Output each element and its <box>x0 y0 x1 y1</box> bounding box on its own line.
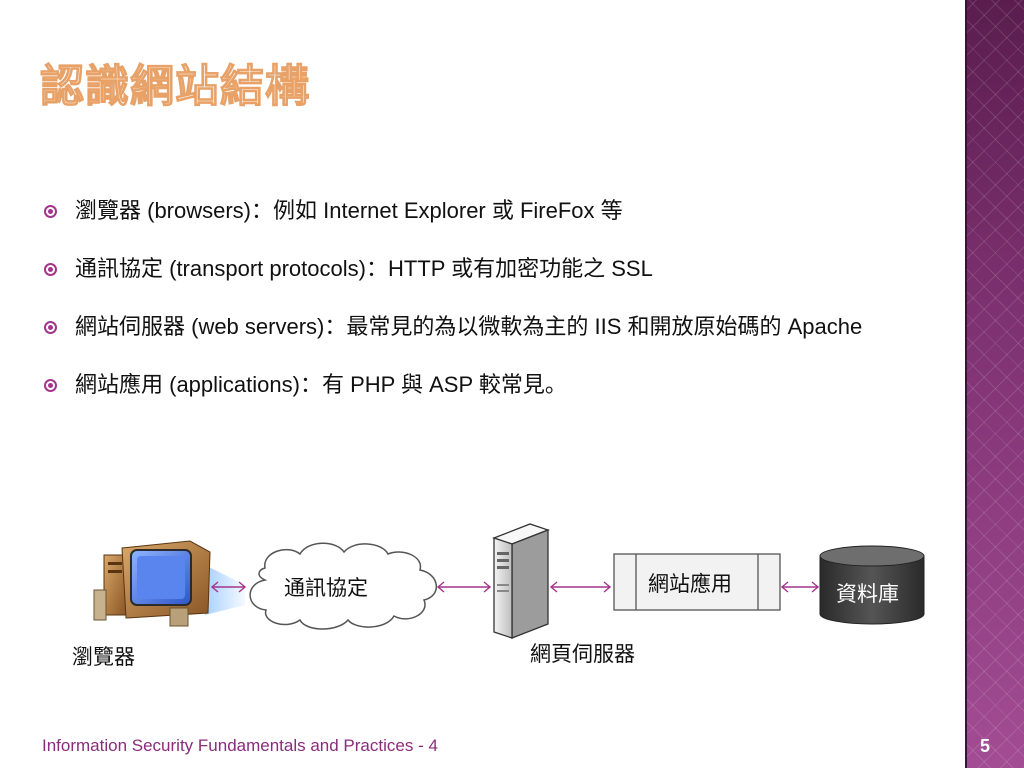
side-decorative-band <box>967 0 1024 768</box>
double-arrow-icon <box>549 581 612 593</box>
application-label: 網站應用 <box>648 573 732 596</box>
double-arrow-icon <box>210 581 247 593</box>
cloud-shape <box>249 542 437 630</box>
side-divider <box>965 0 967 768</box>
database-label: 資料庫 <box>836 583 899 606</box>
bullet-item: 瀏覽器 (browsers)：例如 Internet Explorer 或 Fi… <box>44 195 944 226</box>
browser-label: 瀏覽器 <box>72 646 135 669</box>
footer-text: Information Security Fundamentals and Pr… <box>42 736 438 755</box>
bullet-list: 瀏覽器 (browsers)：例如 Internet Explorer 或 Fi… <box>44 195 944 427</box>
computer-icon <box>93 540 245 627</box>
bullet-text: 網站應用 (applications)：有 PHP 與 ASP 較常見。 <box>75 372 567 397</box>
bullet-dot-icon <box>44 263 57 276</box>
application-box <box>613 553 781 611</box>
slide-title: 認識網站結構 <box>39 60 310 112</box>
page-number: 5 <box>980 736 991 756</box>
bullet-dot-icon <box>44 321 57 334</box>
bullet-text: 瀏覽器 (browsers)：例如 Internet Explorer 或 Fi… <box>75 198 623 223</box>
web-server-label: 網頁伺服器 <box>530 643 635 666</box>
protocol-label: 通訊協定 <box>284 577 368 600</box>
double-arrow-icon <box>780 581 820 593</box>
database-icon <box>819 545 925 625</box>
server-icon <box>492 523 550 639</box>
bullet-dot-icon <box>44 205 57 218</box>
bullet-text: 網站伺服器 (web servers)：最常見的為以微軟為主的 IIS 和開放原… <box>75 314 863 339</box>
double-arrow-icon <box>436 581 492 593</box>
bullet-text: 通訊協定 (transport protocols)：HTTP 或有加密功能之 … <box>75 256 653 281</box>
bullet-item: 網站應用 (applications)：有 PHP 與 ASP 較常見。 <box>44 369 944 400</box>
bullet-item: 網站伺服器 (web servers)：最常見的為以微軟為主的 IIS 和開放原… <box>44 311 944 342</box>
bullet-dot-icon <box>44 379 57 392</box>
bullet-item: 通訊協定 (transport protocols)：HTTP 或有加密功能之 … <box>44 253 944 284</box>
